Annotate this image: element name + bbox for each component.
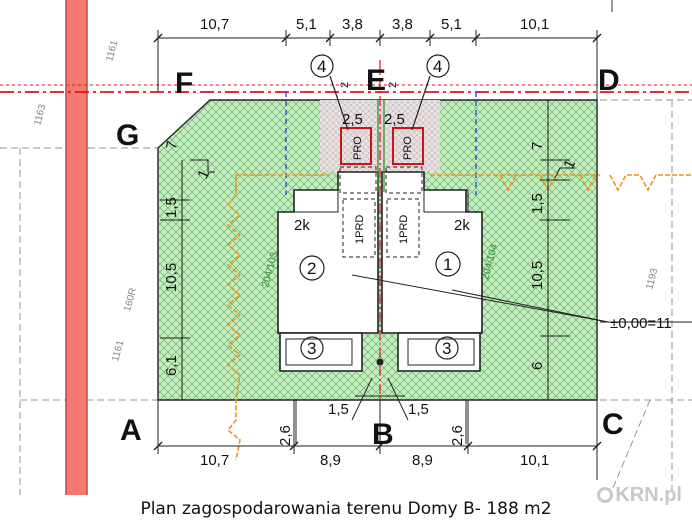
right-dim-4: 6 [529, 362, 546, 370]
background-parcel-lines [0, 99, 692, 495]
prd-label-left: 1PRD [354, 215, 366, 244]
bottom-dim-3: 8,9 [412, 452, 433, 469]
point-label-g: G [116, 119, 139, 152]
top-dim-2: 5,1 [296, 16, 317, 33]
right-dim-2: 1,5 [529, 193, 546, 214]
top-dim-1: 10,7 [200, 16, 229, 33]
small-dim-right-vert: 2,6 [449, 425, 466, 446]
corner-marker-7: 7 [163, 140, 181, 151]
site-plan-drawing: F G E D A B C 10,7 5,1 3,8 3,8 5,1 10,1 … [0, 0, 692, 495]
level-annotation: ±0,00=11 [610, 315, 672, 332]
point-label-e: E [366, 64, 386, 97]
point-label-a: A [120, 414, 142, 447]
circle-number-4-right: 4 [433, 57, 442, 76]
top-dim-3: 3,8 [342, 16, 363, 33]
watermark-text: KRN.pl [615, 484, 682, 506]
kitchen-label-right: 2k [454, 217, 470, 234]
circle-number-3-left: 3 [307, 339, 316, 358]
left-dim-2: 10,5 [163, 263, 180, 292]
point-label-b: B [372, 418, 394, 451]
parcel-label-gray-top: 1161 [104, 39, 120, 63]
right-dim-1: 7 [529, 142, 546, 150]
watermark-logo-icon [597, 487, 614, 503]
pro-label-left: PRO [352, 136, 364, 160]
left-dim-1: 1,5 [163, 197, 180, 218]
parking-depth-left: 2 [339, 82, 351, 88]
circle-number-2: 2 [307, 259, 316, 278]
top-dim-5: 5,1 [441, 16, 462, 33]
parcel-label-gray-left: 1161 [110, 339, 126, 363]
parking-depth-right: 2 [387, 82, 399, 88]
circle-number-1: 1 [443, 255, 452, 274]
left-dim-3: 6,1 [163, 355, 180, 376]
watermark: KRN.pl [597, 481, 682, 509]
right-dim-3: 10,5 [529, 261, 546, 290]
small-dim-right: 1,5 [408, 401, 429, 418]
parking-dim-left: 2,5 [342, 111, 363, 128]
bottom-dim-2: 8,9 [320, 452, 341, 469]
parking-dim-right: 2,5 [384, 111, 405, 128]
circle-number-3-right: 3 [442, 339, 451, 358]
bottom-dim-4: 10,1 [520, 452, 549, 469]
point-label-f: F [175, 67, 193, 100]
small-dim-left-vert: 2,6 [277, 425, 294, 446]
point-label-d: D [598, 64, 620, 97]
top-dim-4: 3,8 [392, 16, 413, 33]
small-dim-left: 1,5 [328, 401, 349, 418]
bottom-dim-1: 10,7 [200, 452, 229, 469]
parcel-label-gray-right: 1193 [644, 267, 660, 291]
top-dim-6: 10,1 [520, 16, 549, 33]
pro-label-right: PRO [402, 136, 414, 160]
kitchen-label-left: 2k [294, 217, 310, 234]
plan-caption: Plan zagospodarowania terenu Domy B- 188… [140, 499, 552, 519]
prd-label-right: 1PRD [398, 215, 410, 244]
circle-number-4-left: 4 [317, 57, 326, 76]
road-strip [66, 0, 87, 495]
parcel-label-gray-left2: 1163 [32, 103, 48, 127]
point-label-c: C [602, 408, 624, 441]
